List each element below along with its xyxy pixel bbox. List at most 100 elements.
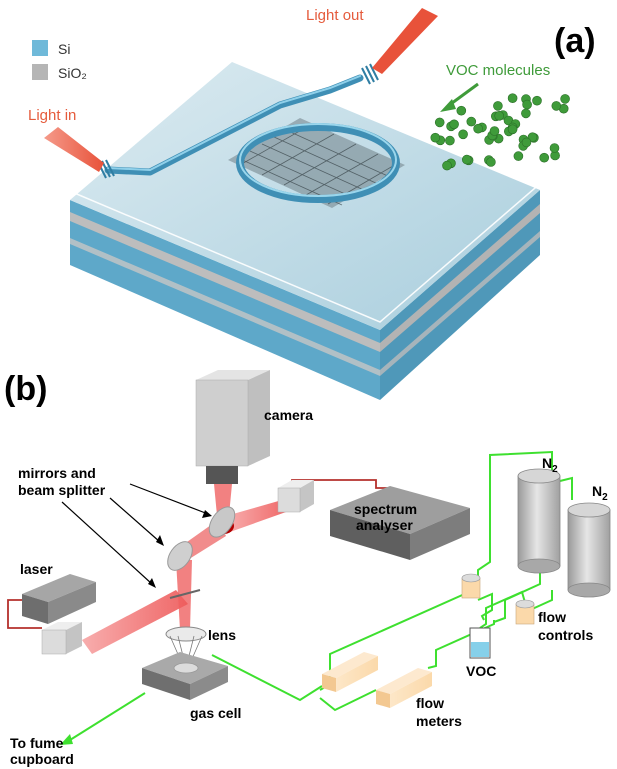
- voc-molecule: [522, 99, 532, 110]
- flow-meter-2: [376, 668, 432, 708]
- voc-molecule: [494, 111, 505, 121]
- splitter-cube-top: [278, 480, 314, 488]
- voc-molecule: [507, 93, 518, 103]
- voc-molecule: [430, 132, 441, 143]
- camera-lens-mount: [206, 466, 238, 484]
- mirrors-label-line1: mirrors and: [18, 465, 96, 481]
- camera-label: camera: [264, 407, 313, 423]
- mirror-lower: [167, 541, 193, 571]
- spectrum-right: [410, 508, 470, 560]
- voc-molecule: [466, 116, 477, 127]
- voc-liquid: [471, 642, 489, 657]
- light-out-beam: [372, 8, 438, 74]
- bus-waveguide: [104, 74, 364, 176]
- oxide-layer-right-2: [380, 231, 540, 376]
- panel-a-label: (a): [554, 22, 596, 60]
- beam-splitter-plate: [169, 589, 201, 599]
- bus-waveguide-highlight: [107, 75, 361, 172]
- gas-cell-window: [173, 662, 199, 674]
- voc-molecule: [489, 126, 500, 136]
- flow-meters-label-line1: flow: [416, 695, 444, 711]
- oxide-layer-front: [70, 212, 380, 352]
- graphene-sheet: [228, 118, 405, 208]
- flow-controls-label-line1: flow: [538, 609, 566, 625]
- gas-lines: [69, 450, 573, 741]
- voc-label: VOC: [466, 663, 496, 679]
- legend-si-label: Si: [58, 41, 70, 57]
- spectrum-label-line1: spectrum: [354, 501, 417, 517]
- oxide-layer-right: [380, 204, 540, 352]
- splitter-cube-right: [300, 480, 314, 512]
- voc-molecule: [493, 101, 503, 111]
- voc-molecule: [434, 117, 445, 128]
- mirror-arrow-heads: [148, 510, 212, 588]
- voc-molecule: [551, 101, 562, 111]
- voc-molecule: [521, 137, 532, 148]
- light-in-label: Light in: [28, 107, 76, 124]
- flow-controls-label-line2: controls: [538, 627, 593, 643]
- spectrum-top: [330, 486, 470, 534]
- cladding-edge: [71, 53, 544, 323]
- voc-molecule: [549, 143, 560, 153]
- voc-molecule: [461, 154, 472, 165]
- voc-molecule-cloud: [430, 93, 570, 171]
- voc-arrow-head: [440, 99, 456, 112]
- voc-molecule: [458, 129, 468, 140]
- voc-molecule: [445, 135, 455, 146]
- light-out-label: Light out: [306, 7, 364, 24]
- camera-body: [195, 379, 249, 467]
- n2-cylinder-1: [517, 468, 561, 574]
- horizontal-beam-right: [226, 500, 286, 532]
- n2-label-2: N2: [592, 483, 608, 503]
- laser-top: [22, 574, 96, 602]
- oxide-layer-front-2: [70, 238, 380, 376]
- mirror-upper: [208, 506, 236, 538]
- fume-label-line2: cupboard: [10, 751, 74, 767]
- voc-molecule: [539, 152, 550, 163]
- voc-molecule: [513, 151, 524, 161]
- fume-arrow-head: [60, 734, 73, 745]
- coupler-cube-front: [41, 629, 67, 655]
- light-in-beam: [44, 127, 104, 172]
- voc-molecule: [456, 105, 467, 116]
- spectrum-label-line2: analyser: [356, 517, 413, 533]
- panel-b: (b) camera: [4, 370, 611, 767]
- panel-b-label: (b): [4, 370, 47, 408]
- voc-molecules-label: VOC molecules: [446, 62, 550, 79]
- ring-resonator-highlight: [239, 123, 397, 197]
- mirror-arrows: [61, 483, 209, 585]
- camera-right: [248, 370, 270, 466]
- coupler-cube-top: [42, 622, 82, 630]
- legend-si-swatch: [32, 40, 48, 56]
- flow-meters-label-line2: meters: [416, 713, 462, 729]
- voc-molecule: [560, 94, 570, 104]
- lens-label: lens: [208, 627, 236, 643]
- camera-top: [196, 370, 270, 380]
- voc-molecule: [442, 160, 452, 171]
- fume-label-line1: To fume: [10, 735, 64, 751]
- splitter-cube-front: [277, 487, 301, 513]
- flow-meter-1: [322, 652, 378, 692]
- legend-sio2-label: SiO₂: [58, 65, 87, 81]
- spectrum-front: [330, 510, 410, 560]
- coupler-cube-right: [66, 622, 82, 654]
- gas-cell-label: gas cell: [190, 705, 241, 721]
- flow-controller-2: [515, 599, 535, 625]
- gas-cell-right: [190, 666, 228, 700]
- mirrors-label-line2: beam splitter: [18, 482, 106, 498]
- flow-controller-1: [461, 573, 481, 599]
- panel-a: Si SiO₂ Light in Light out VOC molecules…: [28, 7, 596, 400]
- voc-molecule: [532, 95, 542, 106]
- laser-right: [48, 582, 96, 624]
- voc-molecule: [449, 119, 459, 130]
- voc-molecule: [521, 108, 531, 119]
- lens: [165, 626, 207, 642]
- laser-label: laser: [20, 561, 53, 577]
- laser-front: [22, 594, 48, 624]
- n2-cylinder-2: [567, 502, 611, 598]
- gas-cell-front: [142, 668, 190, 700]
- laser-beam: [82, 590, 188, 654]
- n2-label-1: N2: [542, 455, 558, 475]
- voc-molecule: [473, 123, 483, 134]
